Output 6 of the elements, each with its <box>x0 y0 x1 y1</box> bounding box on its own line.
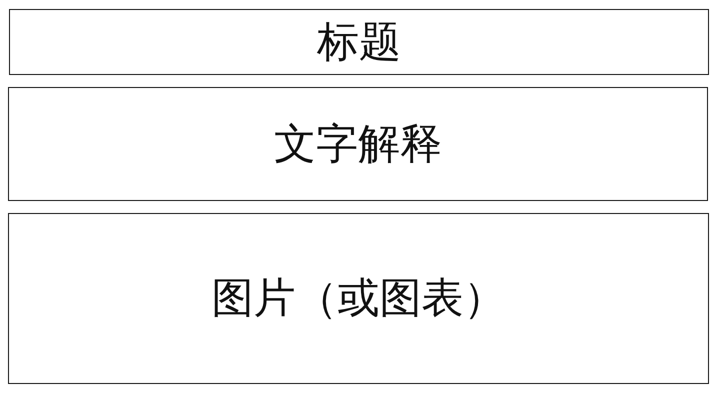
figure-text: 图片（或图表） <box>212 274 506 323</box>
figure-panel <box>8 213 709 384</box>
title-text: 标题 <box>317 18 401 66</box>
description-text: 文字解释 <box>274 120 442 168</box>
title-panel <box>9 9 709 75</box>
description-panel <box>8 87 708 201</box>
